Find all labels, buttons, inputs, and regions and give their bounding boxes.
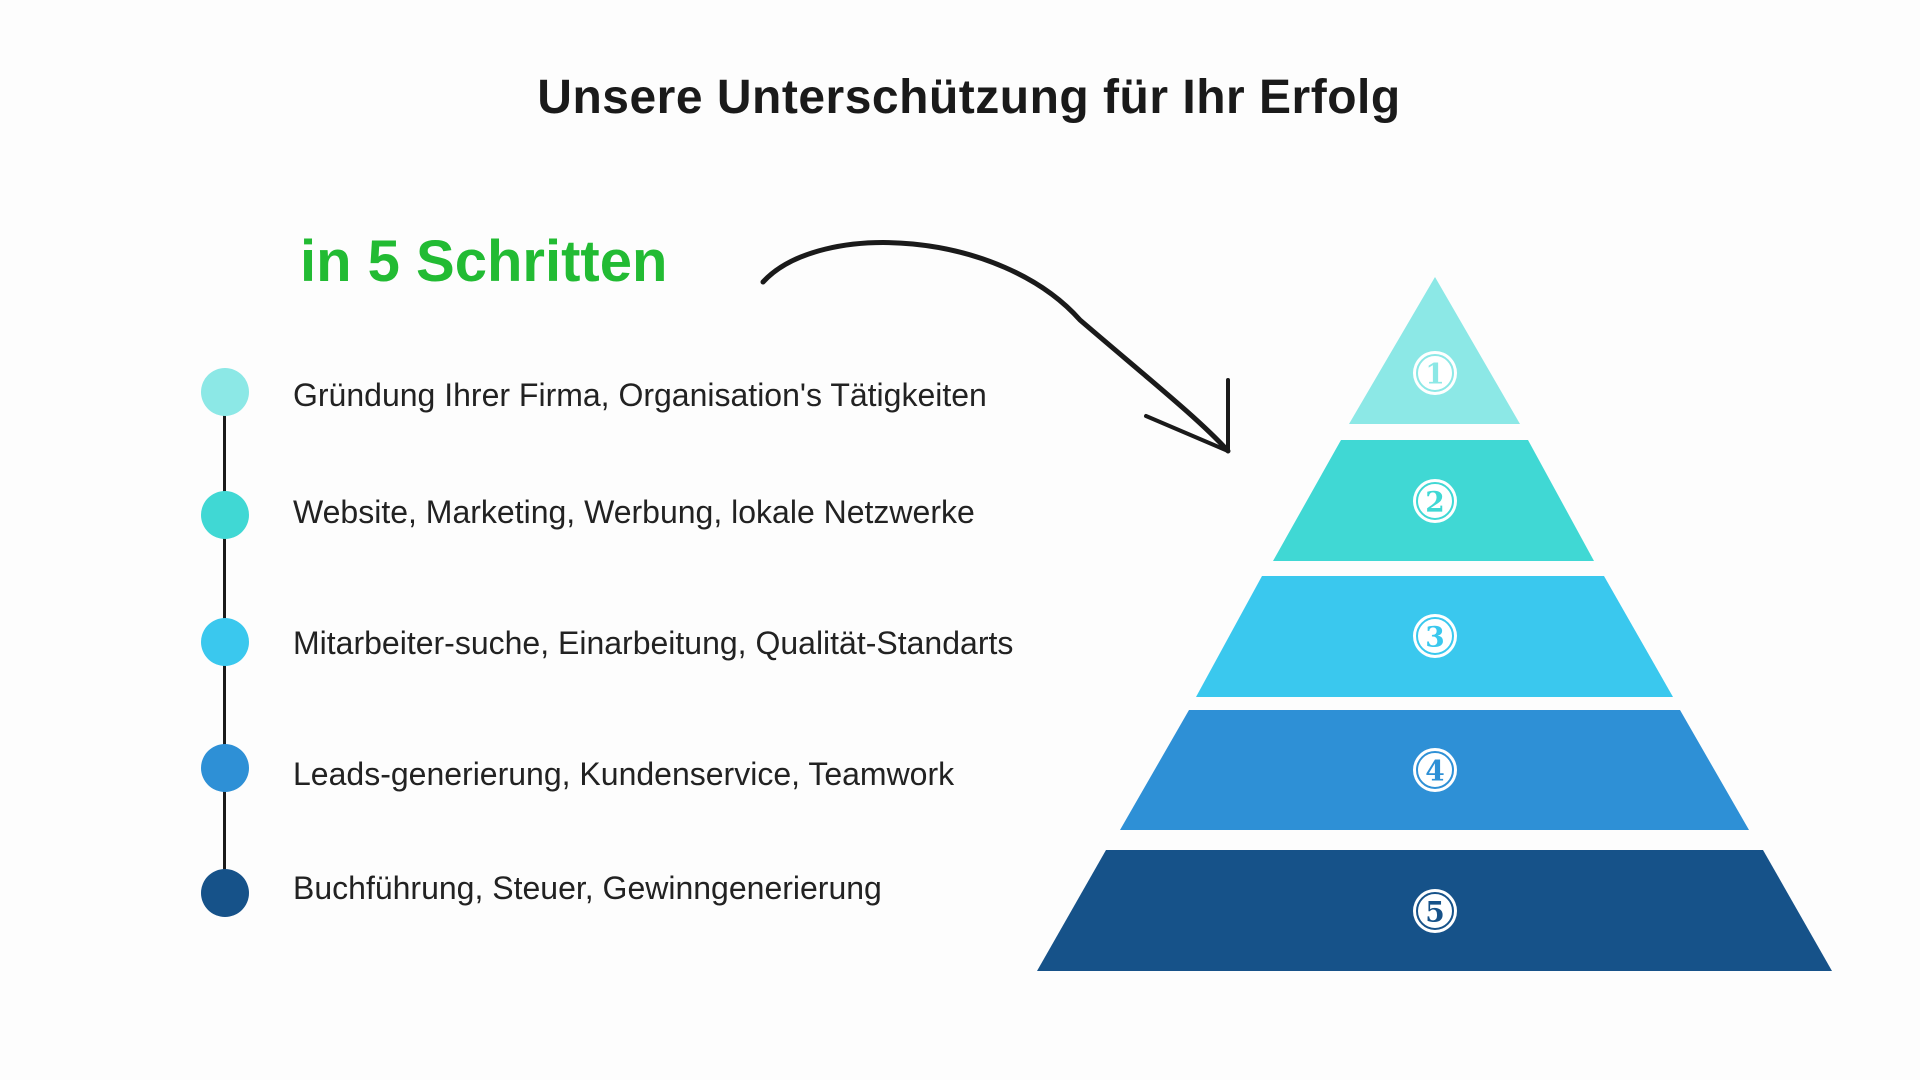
number-4: 4 xyxy=(1425,755,1444,788)
step-label-2: Website, Marketing, Werbung, lokale Netz… xyxy=(293,493,975,530)
step-label-4: Leads-generierung, Kundenservice, Teamwo… xyxy=(293,755,955,792)
number-badge-2: 2 xyxy=(1413,479,1457,523)
number-badge-1: 1 xyxy=(1413,351,1457,395)
number-2: 2 xyxy=(1425,486,1444,519)
curved-arrow-icon xyxy=(760,240,1231,454)
step-dot-5 xyxy=(201,869,249,917)
number-3: 3 xyxy=(1425,621,1444,654)
arrow-head-icon xyxy=(1144,378,1230,453)
step-label-5: Buchführung, Steuer, Gewinngenerierung xyxy=(293,869,882,906)
subtitle: in 5 Schritten xyxy=(300,229,668,294)
step-dot-4 xyxy=(201,744,249,792)
number-badge-3: 3 xyxy=(1413,614,1457,658)
number-badge-5: 5 xyxy=(1413,889,1457,933)
number-badge-4: 4 xyxy=(1413,748,1457,792)
page-title: Unsere Unterschützung für Ihr Erfolg xyxy=(537,71,1401,124)
step-dot-1 xyxy=(201,368,249,416)
step-dot-3 xyxy=(201,618,249,666)
number-5: 5 xyxy=(1425,896,1444,929)
step-label-3: Mitarbeiter-suche, Einarbeitung, Qualitä… xyxy=(293,624,1014,661)
number-1: 1 xyxy=(1425,358,1444,391)
pyramid-level-1 xyxy=(1349,277,1520,424)
step-label-1: Gründung Ihrer Firma, Organisation's Tät… xyxy=(293,376,987,413)
step-dot-2 xyxy=(201,491,249,539)
